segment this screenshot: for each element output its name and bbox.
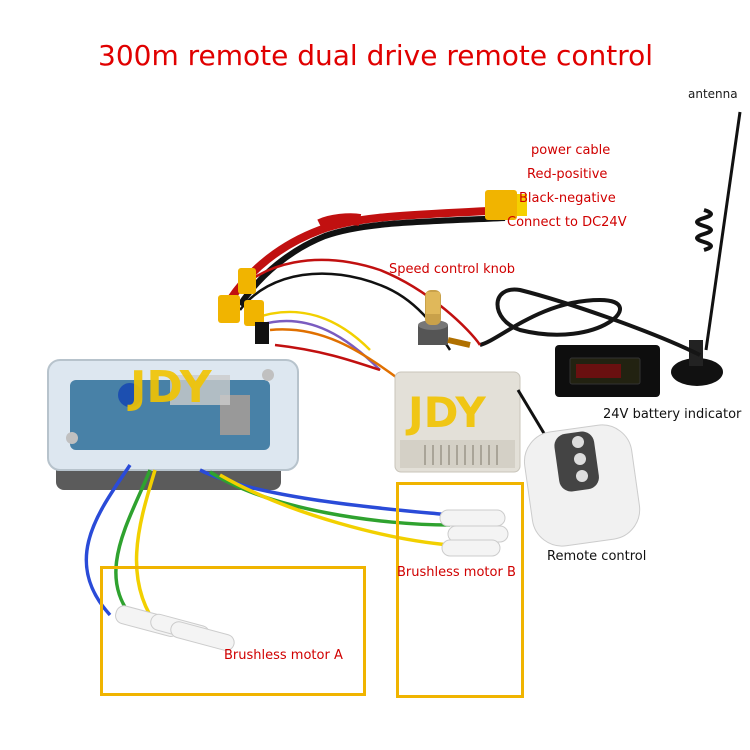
connect-dc24v-label: Connect to DC24V <box>507 215 627 230</box>
motor-b-label: Brushless motor B <box>397 565 516 580</box>
remote-control-label: Remote control <box>547 549 647 564</box>
speed-knob-label: Speed control knob <box>389 262 516 277</box>
motor-a-label: Brushless motor A <box>224 648 343 663</box>
power-cable <box>226 190 527 307</box>
speed-control-knob <box>418 290 471 348</box>
yellow-connectors <box>218 268 269 344</box>
receiver-b <box>394 371 521 473</box>
brand-watermark-controller: JDY <box>130 362 212 413</box>
battery-indicator <box>555 345 660 397</box>
power-cable-label: power cable <box>531 143 611 158</box>
antenna-cable <box>479 287 701 357</box>
antenna-label: antenna <box>688 87 738 101</box>
bullet-connectors <box>115 509 509 651</box>
antenna <box>671 111 742 386</box>
motor-b-frame <box>396 482 524 698</box>
remote-control <box>516 389 641 547</box>
black-negative-label: Black-negative <box>519 191 616 206</box>
brand-watermark-receiver: JDY <box>408 388 486 437</box>
battery-indicator-label: 24V battery indicator <box>603 407 742 422</box>
page-title: 300m remote dual drive remote control <box>98 39 654 72</box>
motor-a-frame <box>100 566 366 696</box>
red-positive-label: Red-positive <box>527 167 608 182</box>
controller-a <box>47 359 299 490</box>
